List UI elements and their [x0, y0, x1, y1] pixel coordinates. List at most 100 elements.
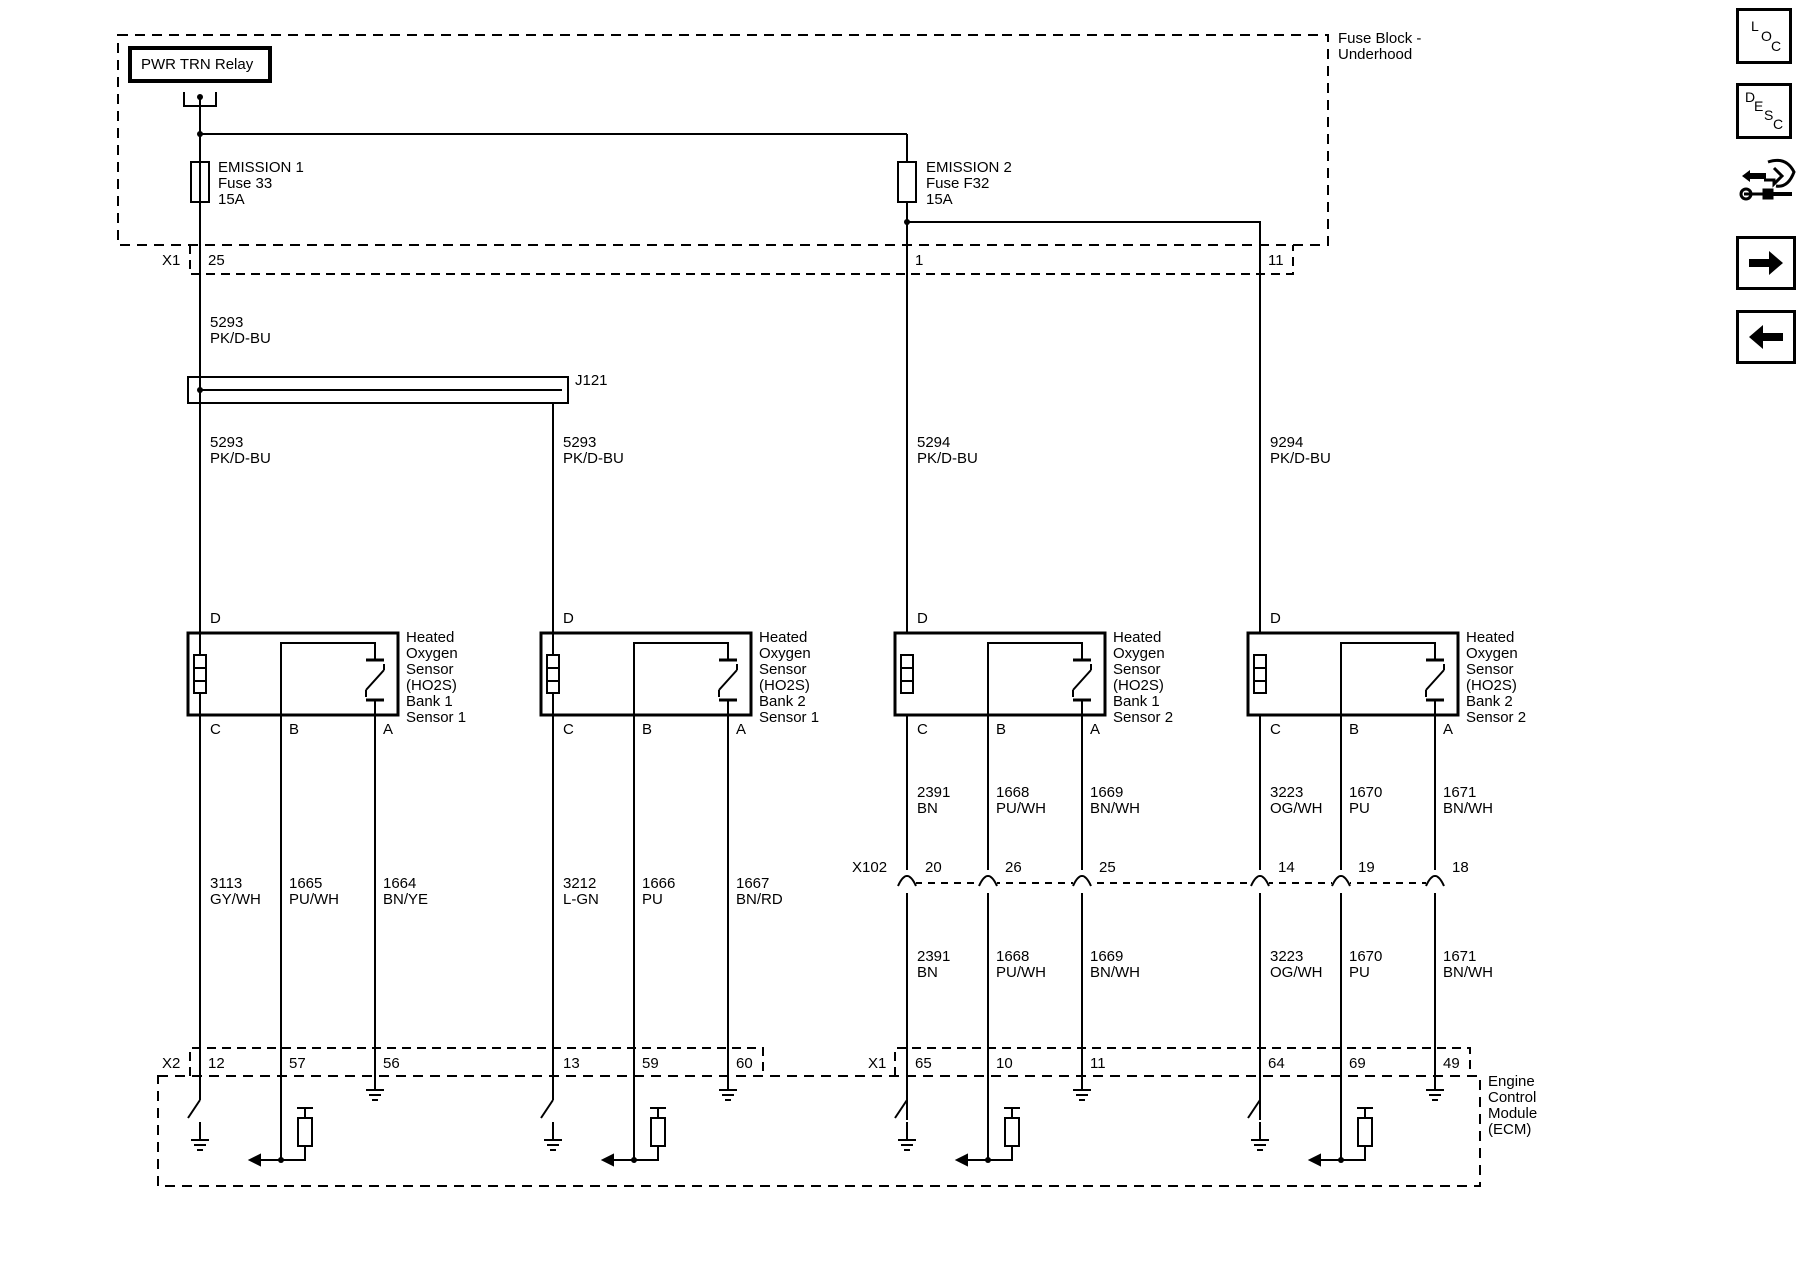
fuse-label: Fuse 33: [218, 175, 272, 192]
pin-number: 1: [915, 252, 923, 269]
x102-connector: X102 20 26 25 14 19 18: [852, 859, 1469, 900]
svg-text:B: B: [289, 721, 299, 738]
desc-letter: E: [1754, 98, 1763, 114]
wire-color: PU: [1349, 964, 1370, 981]
next-button[interactable]: [1736, 236, 1796, 290]
pin-number: 69: [1349, 1055, 1366, 1072]
svg-text:B: B: [642, 721, 652, 738]
svg-text:A: A: [1443, 721, 1453, 738]
svg-text:Sensor 2: Sensor 2: [1113, 709, 1173, 726]
pin-number: 25: [208, 252, 225, 269]
connector-name: X1: [868, 1055, 886, 1072]
ho2s-bank1-sensor2: D Heated Oxygen Sensor (HO2S) Bank 1 Sen…: [893, 610, 1173, 738]
pin-number: 57: [289, 1055, 306, 1072]
svg-text:Oxygen: Oxygen: [1466, 645, 1518, 662]
ecm-label: (ECM): [1488, 1121, 1531, 1138]
svg-text:Bank 1: Bank 1: [406, 693, 453, 710]
svg-text:A: A: [1090, 721, 1100, 738]
wire-color: BN/YE: [383, 891, 428, 908]
svg-text:Heated: Heated: [759, 629, 807, 646]
wire-number: 1671: [1443, 948, 1476, 965]
wire-color: PU/WH: [996, 964, 1046, 981]
wire-number: 1670: [1349, 948, 1382, 965]
wire-color: PK/D-BU: [210, 450, 271, 467]
loc-letter: O: [1761, 28, 1772, 44]
fuse-label: 15A: [218, 191, 245, 208]
svg-text:C: C: [1270, 721, 1281, 738]
svg-text:D: D: [563, 610, 574, 627]
svg-text:D: D: [917, 610, 928, 627]
svg-text:Sensor 1: Sensor 1: [759, 709, 819, 726]
wire-number: 1671: [1443, 784, 1476, 801]
fuse-label: EMISSION 2: [926, 159, 1012, 176]
wire-color: BN/WH: [1090, 964, 1140, 981]
svg-text:(HO2S): (HO2S): [406, 677, 457, 694]
svg-text:(HO2S): (HO2S): [1466, 677, 1517, 694]
wire-color: BN/RD: [736, 891, 783, 908]
pin-number: 18: [1452, 859, 1469, 876]
pin-number: 10: [996, 1055, 1013, 1072]
wire-number: 1666: [642, 875, 675, 892]
loc-letter: C: [1771, 38, 1781, 54]
pwr-trn-relay: [128, 46, 272, 83]
wiring-diagram: Fuse Block - Underhood PWR TRN Relay EMI…: [117, 30, 1537, 1187]
svg-text:Heated: Heated: [1113, 629, 1161, 646]
wire-number: 2391: [917, 784, 950, 801]
svg-text:Sensor 2: Sensor 2: [1466, 709, 1526, 726]
pin-number: 65: [915, 1055, 932, 1072]
pin-number: 59: [642, 1055, 659, 1072]
fuse-label: Fuse F32: [926, 175, 989, 192]
svg-text:Heated: Heated: [1466, 629, 1514, 646]
wire-color: PK/D-BU: [210, 330, 271, 347]
splice-name: J121: [575, 372, 608, 389]
ecm-label: Engine: [1488, 1073, 1535, 1090]
arrow-right-icon: [1749, 251, 1783, 275]
ho2s-bank1-sensor1: D Heated Oxygen Sensor (HO2S) Bank 1 Sen…: [186, 610, 466, 738]
x2-ecm-connector: [189, 1047, 764, 1076]
svg-text:Oxygen: Oxygen: [1113, 645, 1165, 662]
pin-number: 60: [736, 1055, 753, 1072]
wire-color: GY/WH: [210, 891, 261, 908]
fuse-emission-2: [897, 161, 917, 203]
wire-color: OG/WH: [1270, 964, 1323, 981]
loc-button[interactable]: L O C: [1736, 8, 1792, 64]
wire-number: 2391: [917, 948, 950, 965]
fuse-label: EMISSION 1: [218, 159, 304, 176]
connector-repair-button[interactable]: [1736, 150, 1796, 220]
wire-color: PK/D-BU: [1270, 450, 1331, 467]
wire-number: 5293: [563, 434, 596, 451]
wire-number: 3113: [210, 875, 242, 892]
arrow-left-icon: [1749, 325, 1783, 349]
svg-text:A: A: [383, 721, 393, 738]
svg-text:Bank 2: Bank 2: [1466, 693, 1513, 710]
previous-button[interactable]: [1736, 310, 1796, 364]
desc-button[interactable]: D E S C: [1736, 83, 1792, 139]
svg-text:Bank 2: Bank 2: [759, 693, 806, 710]
pin-number: 20: [925, 859, 942, 876]
wire-number: 1664: [383, 875, 416, 892]
connector-name: X2: [162, 1055, 180, 1072]
svg-text:Bank 1: Bank 1: [1113, 693, 1160, 710]
wire-color: PU/WH: [996, 800, 1046, 817]
x1-top-connector: [189, 245, 1294, 275]
wire-number: 9294: [1270, 434, 1303, 451]
wire-color: BN: [917, 964, 938, 981]
pin-number: 14: [1278, 859, 1295, 876]
wire-number: 1665: [289, 875, 322, 892]
wire-number: 3223: [1270, 784, 1303, 801]
pin-number: 49: [1443, 1055, 1460, 1072]
x1-ecm-connector: [894, 1047, 1471, 1076]
wire-number: 1668: [996, 948, 1029, 965]
wire-color: OG/WH: [1270, 800, 1323, 817]
wire-color: BN/WH: [1090, 800, 1140, 817]
pin-number: 13: [563, 1055, 580, 1072]
svg-text:Sensor: Sensor: [759, 661, 807, 678]
ecm-label: Control: [1488, 1089, 1536, 1106]
ground-symbols: [366, 1089, 1444, 1101]
pin-number: 64: [1268, 1055, 1285, 1072]
svg-text:C: C: [210, 721, 221, 738]
svg-text:Sensor: Sensor: [406, 661, 454, 678]
svg-text:A: A: [736, 721, 746, 738]
wire-number: 1668: [996, 784, 1029, 801]
wire-number: 1669: [1090, 948, 1123, 965]
